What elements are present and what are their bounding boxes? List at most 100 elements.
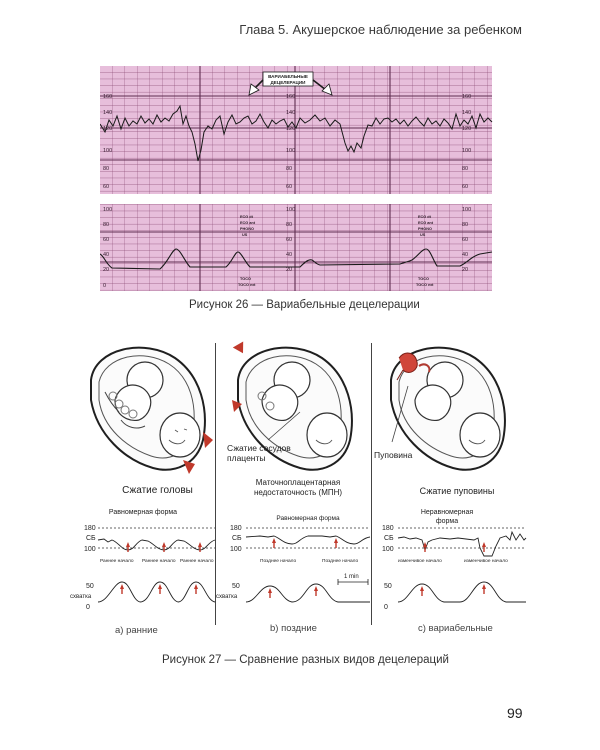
fhr-axis-100: 100 [230, 546, 242, 553]
contraction-axis-0: 0 [384, 604, 388, 611]
pressure-arrow-icon [232, 341, 244, 354]
panel-footer-early: а) ранние [115, 625, 158, 636]
contraction-axis-50: 50 [232, 583, 240, 590]
fhr-trace [100, 104, 493, 162]
fhr-tick-label: 80 [103, 166, 109, 172]
red-marker-arrows [120, 542, 202, 594]
panel-title-late: Маточноплацентарная недостаточность (МПН… [253, 478, 343, 497]
toco-tick-label: 100 [103, 207, 112, 213]
contraction-axis-50: 50 [86, 583, 94, 590]
figure-27-caption: Рисунок 27 — Сравнение разных видов деце… [162, 654, 449, 666]
fhr-tick-label: 120 [286, 126, 295, 132]
fhr-tick-label: 80 [286, 166, 292, 172]
fhr-axis-180: 180 [382, 525, 394, 532]
toco-tick-label: 60 [462, 237, 468, 243]
contraction-trace-variable [397, 581, 526, 603]
variable-decel-callout [262, 71, 314, 87]
contraction-trace-early [97, 581, 216, 603]
stamp-text: US [420, 233, 426, 237]
form-label-early: Равномерная форма [108, 509, 178, 516]
onset-label: Раннее начало [142, 558, 176, 564]
onset-label: Позднее начало [322, 558, 359, 564]
chapter-header: Глава 5. Акушерское наблюдение за ребенк… [239, 22, 522, 37]
toco-tick-label: 80 [103, 222, 109, 228]
fhr-tick-label: 60 [286, 184, 292, 190]
stamp-text: ECG dt [240, 215, 254, 219]
toco-tick-label: 40 [286, 252, 292, 258]
fhr-axis-sb: СБ [86, 535, 96, 542]
stamp-text: PHONO [418, 227, 432, 231]
panel-divider [371, 343, 372, 625]
fhr-trace-variable [397, 530, 527, 557]
pressure-arrow-icon [232, 400, 242, 412]
toco-tick-label: 80 [462, 222, 468, 228]
fhr-tick-label: 100 [286, 148, 295, 154]
fhr-tick-label: 100 [462, 148, 471, 154]
fhr-tick-label: 140 [462, 110, 471, 116]
toco-tick-label: 20 [103, 267, 109, 273]
form-label-late: Равномерная форма [276, 515, 340, 522]
fetus-illustration-head-compression [90, 346, 213, 474]
fhr-tick-label: 120 [462, 126, 471, 132]
stamp-text: TOCO ext [238, 283, 256, 287]
form-label-variable: Неравномерная форма [420, 509, 474, 525]
contraction-axis-50: 50 [384, 583, 392, 590]
cord-label: Пуповина [374, 450, 413, 460]
stamp-text: TOCO ext [416, 283, 434, 287]
stamp-text: ECG ant [240, 221, 256, 225]
toco-tick-label: 80 [286, 222, 292, 228]
onset-label: Позднее начало [260, 558, 297, 564]
fhr-tick-label: 160 [103, 94, 112, 100]
toco-tick-label: 20 [462, 267, 468, 273]
contraction-label: схватка [70, 594, 92, 600]
onset-label: Раннее начало [100, 558, 134, 564]
stamp-text: TOCO [418, 277, 429, 281]
fetus-illustration-uteroplacental [232, 341, 353, 471]
panel-footer-late: b) поздние [270, 623, 317, 634]
fhr-axis-sb: СБ [232, 535, 242, 542]
fhr-axis-sb: СБ [384, 535, 394, 542]
panel-footer-variable: с) вариабельные [418, 623, 493, 634]
fhr-tick-label: 120 [103, 126, 112, 132]
toco-tick-label: 60 [103, 237, 109, 243]
fhr-tick-label: 80 [462, 166, 468, 172]
fhr-tick-label: 140 [286, 110, 295, 116]
pressure-arrow-icon [183, 460, 195, 474]
contraction-label: схватка [216, 594, 238, 600]
stamp-text: ECG ant [418, 221, 434, 225]
onset-label: изменчивое начало [464, 559, 508, 564]
panel-title-early: Сжатие головы [122, 485, 193, 496]
fhr-trace-late [245, 535, 371, 545]
fhr-tick-label: 60 [103, 184, 109, 190]
fhr-tick-label: 140 [103, 110, 112, 116]
pressure-arrow-icon [203, 432, 213, 448]
contraction-axis-0: 0 [86, 604, 90, 611]
stamp-text: ECG dt [418, 215, 432, 219]
callout-line-1: ВАРИАБЕЛЬНЫЕ [268, 74, 308, 79]
toco-tick-label: 0 [103, 283, 106, 289]
fhr-tick-label: 160 [462, 94, 471, 100]
stamp-text: TOCO [240, 277, 251, 281]
stamp-text: US [242, 233, 248, 237]
panel-divider [215, 343, 216, 625]
callout-line-2: ДЕЦЕЛЕРАЦИИ [271, 80, 306, 85]
fhr-tick-label: 100 [103, 148, 112, 154]
placenta-label: Сжатие сосудов плаценты [227, 443, 291, 463]
toco-tick-label: 40 [103, 252, 109, 258]
contraction-trace-late [245, 583, 370, 603]
fhr-axis-100: 100 [84, 546, 96, 553]
callout-arrow-left-icon [248, 79, 264, 96]
onset-label: Раннее начало [180, 558, 214, 564]
onset-label: изменчивое начало [398, 559, 442, 564]
fhr-tick-label: 60 [462, 184, 468, 190]
one-minute-label: 1 min [344, 574, 359, 580]
toco-trace [100, 248, 493, 270]
toco-tick-label: 40 [462, 252, 468, 258]
page-number: 99 [507, 705, 523, 721]
figure-26-caption: Рисунок 26 — Вариабельные децелерации [189, 299, 420, 311]
callout-arrow-right-icon [312, 79, 333, 96]
ctg-strip-figure: 160 140 120 100 80 60 160 140 120 100 80… [100, 66, 493, 291]
fhr-axis-100: 100 [382, 546, 394, 553]
fetus-illustration-cord-compression [390, 346, 506, 471]
